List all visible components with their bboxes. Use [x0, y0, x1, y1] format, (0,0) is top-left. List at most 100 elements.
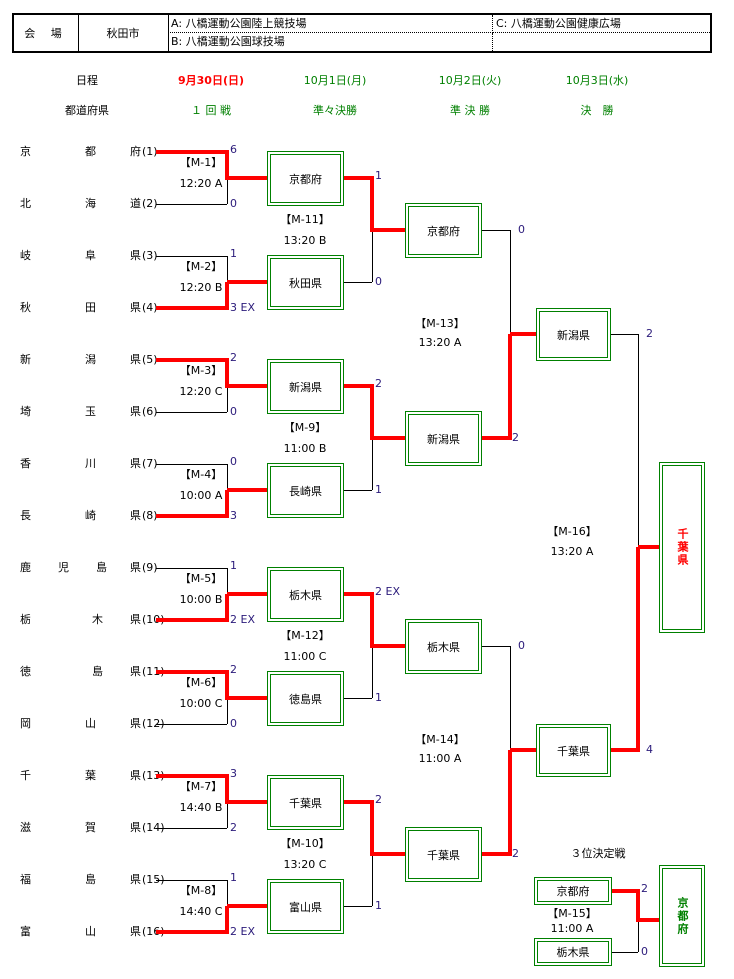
- schedule-label: 日程: [76, 74, 98, 87]
- prefecture-label: 都道府県: [65, 104, 109, 117]
- qf-top-score: 1: [375, 169, 382, 182]
- sf-vline-top: [510, 646, 511, 750]
- qf-team-box-label: 秋田県: [270, 258, 341, 307]
- r1-vline-bottom: [227, 178, 228, 204]
- r1-bottom-score: 0: [230, 197, 237, 210]
- qf-team-box: 京都府: [267, 151, 344, 206]
- qf-top-score: 2: [375, 377, 382, 390]
- third-place-team-box: 栃木県: [534, 938, 612, 966]
- r1-match-time: 12:20 B: [179, 281, 223, 294]
- qf-team-box-label: 長崎県: [270, 466, 341, 515]
- r1-vline-bottom: [225, 594, 229, 622]
- team-seed: (4): [142, 301, 158, 314]
- r1-match-time: 14:40 C: [179, 905, 223, 918]
- r1-bottom-score: 0: [230, 405, 237, 418]
- r1-match-id: 【M-5】: [179, 572, 223, 585]
- tp-match-id: 【M-15】: [547, 907, 597, 920]
- r1-bottom-score: 0: [230, 717, 237, 730]
- team-seed: (12): [142, 717, 165, 730]
- r1-line-bottom: [156, 412, 227, 413]
- qf-vline-top: [370, 594, 374, 648]
- team-seed: (16): [142, 925, 165, 938]
- qf-top-score: 2: [375, 793, 382, 806]
- r1-vline-top: [227, 880, 228, 906]
- r1-vline-bottom: [225, 490, 229, 518]
- sf-team-box-label: 栃木県: [408, 622, 479, 671]
- sf-bottom-score: 2: [512, 431, 519, 444]
- team-seed: (2): [142, 197, 158, 210]
- qf-to-sf-line: [372, 644, 407, 648]
- qf-vline-bottom: [372, 854, 373, 906]
- r1-vline-bottom: [225, 282, 229, 310]
- r1-to-qf-line: [227, 904, 269, 908]
- r1-match-id: 【M-3】: [179, 364, 223, 377]
- qf-match-id: 【M-10】: [280, 837, 330, 850]
- sf-line-bottom: [482, 436, 512, 440]
- qf-vline-top: [370, 802, 374, 856]
- team-char: 県: [130, 405, 141, 418]
- final-team-box: 千葉県: [536, 724, 611, 777]
- r1-to-qf-line: [227, 800, 269, 804]
- team-row: 埼玉県(6): [20, 405, 160, 419]
- team-row: 徳島県(11): [20, 665, 165, 679]
- qf-vline-top: [370, 178, 374, 232]
- sf-team-box-label: 京都府: [408, 206, 479, 255]
- venue-b: B: 八橋運動公園球技場: [168, 33, 493, 51]
- qf-to-sf-line: [372, 228, 407, 232]
- r1-top-score: 2: [230, 351, 237, 364]
- r1-match-id: 【M-6】: [179, 676, 223, 689]
- qf-match-time: 11:00 C: [283, 650, 327, 663]
- venue-label: 会 場: [14, 15, 79, 51]
- team-char: 県: [130, 665, 141, 678]
- champion-box: 千葉県: [659, 462, 705, 633]
- r1-match-id: 【M-8】: [179, 884, 223, 897]
- team-char: 玉: [85, 405, 96, 418]
- team-char: 県: [130, 613, 141, 626]
- final-line-top: [611, 334, 638, 335]
- r1-top-score: 1: [230, 559, 237, 572]
- team-char: 県: [130, 561, 141, 574]
- team-row: 福島県(15): [20, 873, 165, 887]
- team-seed: (9): [142, 561, 158, 574]
- venue-empty: [493, 33, 710, 51]
- team-char: 新: [20, 353, 31, 366]
- tp-top-score: 2: [641, 882, 648, 895]
- final-label: 決 勝: [580, 104, 614, 117]
- team-char: 徳: [20, 665, 31, 678]
- sf-team-box: 新潟県: [405, 411, 482, 466]
- qf-line-top: [344, 384, 374, 388]
- qf-team-box: 千葉県: [267, 775, 344, 830]
- r1-line-bottom: [156, 828, 227, 829]
- date-semifinal: 10月2日(火): [438, 74, 502, 87]
- r1-vline-bottom: [227, 698, 228, 724]
- sf-top-score: 0: [518, 223, 525, 236]
- third-place-team-box: 京都府: [534, 877, 612, 905]
- team-seed: (8): [142, 509, 158, 522]
- team-char: 島: [96, 561, 107, 574]
- team-char: 県: [130, 301, 141, 314]
- tp-match-time: 11:00 A: [550, 922, 594, 935]
- team-char: 葉: [85, 769, 96, 782]
- tp-vline-bottom: [638, 920, 639, 952]
- quarterfinal-label: 準々決勝: [313, 104, 357, 117]
- team-row: 千葉県(13): [20, 769, 165, 783]
- team-char: 崎: [85, 509, 96, 522]
- qf-match-time: 11:00 B: [283, 442, 327, 455]
- team-row: 岐阜県(3): [20, 249, 160, 263]
- r1-to-qf-line: [227, 384, 269, 388]
- r1-line-top: [156, 670, 229, 674]
- date-quarterfinal: 10月1日(月): [303, 74, 367, 87]
- qf-match-id: 【M-11】: [280, 213, 330, 226]
- r1-line-bottom: [156, 204, 227, 205]
- team-char: 岐: [20, 249, 31, 262]
- qf-line-top: [344, 592, 374, 596]
- team-row: 京都府(1): [20, 145, 160, 159]
- r1-match-time: 10:00 A: [179, 489, 223, 502]
- r1-match-time: 12:20 A: [179, 177, 223, 190]
- final-to-champion-line: [638, 545, 661, 549]
- final-vline-top: [638, 334, 639, 547]
- sf-vline-bottom: [508, 750, 512, 856]
- qf-team-box: 長崎県: [267, 463, 344, 518]
- team-row: 滋賀県(14): [20, 821, 165, 835]
- r1-vline-top: [227, 256, 228, 282]
